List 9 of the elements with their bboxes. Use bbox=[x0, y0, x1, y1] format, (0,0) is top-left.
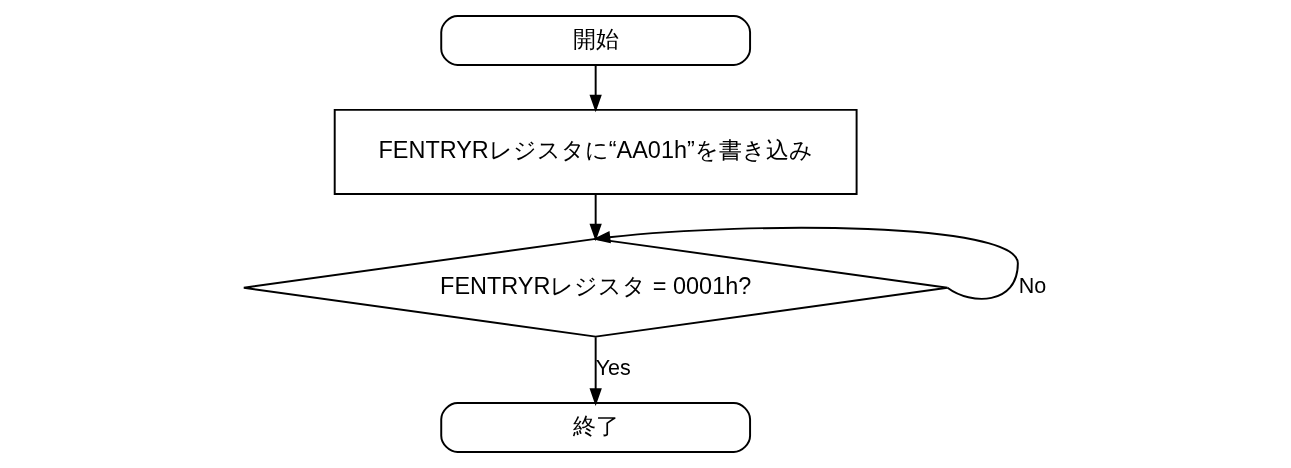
arrow bbox=[592, 226, 1019, 300]
node-box: FENTRYRレジスタに“AA01h”を書き込み bbox=[333, 108, 858, 195]
arrow bbox=[589, 193, 602, 242]
node-box: 終了 bbox=[440, 402, 752, 453]
arrow bbox=[589, 336, 602, 406]
edge-label: No bbox=[1018, 274, 1047, 299]
node-box: 開始 bbox=[440, 15, 752, 66]
node-diamond: FENTRYRレジスタ = 0001h? bbox=[242, 237, 949, 338]
arrow bbox=[589, 64, 602, 113]
